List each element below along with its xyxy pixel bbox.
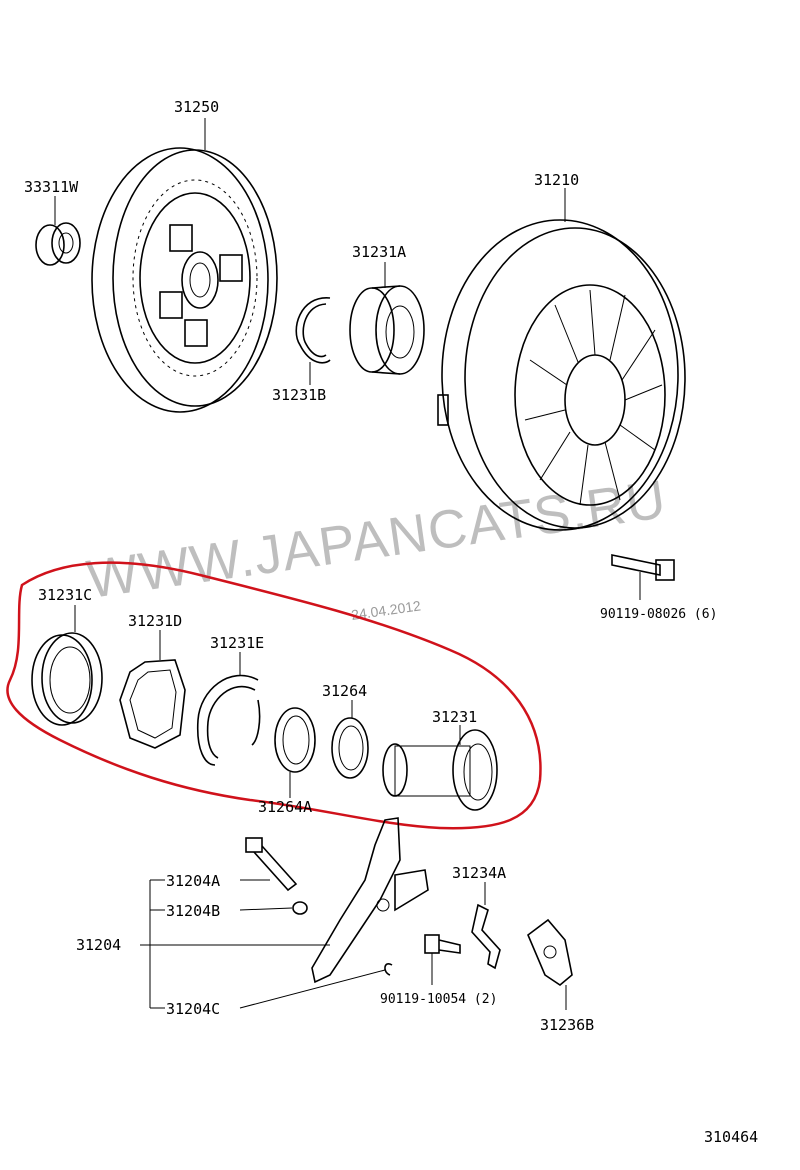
label-31204C[interactable]: 31204C	[166, 1000, 220, 1018]
part-31210-clutch-cover[interactable]	[437, 188, 686, 531]
label-31236B[interactable]: 31236B	[540, 1016, 594, 1034]
part-31231A-sleeve[interactable]	[349, 262, 425, 375]
part-31231C-seal[interactable]	[31, 605, 103, 726]
part-31204A-bolt[interactable]	[245, 837, 298, 892]
label-31231[interactable]: 31231	[432, 708, 477, 726]
label-31210[interactable]: 31210	[534, 171, 579, 189]
highlight-outline	[6, 561, 542, 830]
part-31231-release-bearing[interactable]	[382, 725, 498, 811]
part-31236B-pivot[interactable]	[527, 918, 573, 1010]
leader-bracket-31204	[140, 879, 386, 1009]
part-90119-10054-bolt[interactable]	[424, 934, 461, 985]
part-33311W-bearing[interactable]	[35, 196, 81, 266]
label-31231A[interactable]: 31231A	[352, 243, 406, 261]
part-31264A-washer[interactable]	[274, 707, 316, 798]
part-90119-08026-bolt[interactable]	[611, 554, 675, 600]
part-31231B-clip[interactable]	[295, 297, 331, 385]
label-31231B[interactable]: 31231B	[272, 386, 326, 404]
part-31204-release-fork[interactable]	[311, 817, 429, 984]
label-31264A[interactable]: 31264A	[258, 798, 312, 816]
part-31264-washer[interactable]	[331, 700, 369, 779]
label-31250[interactable]: 31250	[174, 98, 219, 116]
part-31204B-washer[interactable]	[292, 901, 308, 915]
diagram-id: 310464	[704, 1128, 758, 1146]
label-31231E[interactable]: 31231E	[210, 634, 264, 652]
part-31231E-clip[interactable]	[196, 652, 261, 766]
label-31204B[interactable]: 31204B	[166, 902, 220, 920]
label-31204[interactable]: 31204	[76, 936, 121, 954]
label-31231C[interactable]: 31231C	[38, 586, 92, 604]
part-31234A-bracket[interactable]	[471, 882, 501, 970]
label-31234A[interactable]: 31234A	[452, 864, 506, 882]
label-33311W[interactable]: 33311W	[24, 178, 79, 196]
label-31264[interactable]: 31264	[322, 682, 367, 700]
part-31231D-spring[interactable]	[119, 630, 186, 749]
label-90119-08026[interactable]: 90119-08026 (6)	[600, 607, 717, 622]
label-31204A[interactable]: 31204A	[166, 872, 220, 890]
part-31250-clutch-disc[interactable]	[91, 118, 278, 413]
label-90119-10054[interactable]: 90119-10054 (2)	[380, 992, 497, 1007]
label-31231D[interactable]: 31231D	[128, 612, 182, 630]
part-31204C-clip[interactable]	[384, 963, 393, 976]
